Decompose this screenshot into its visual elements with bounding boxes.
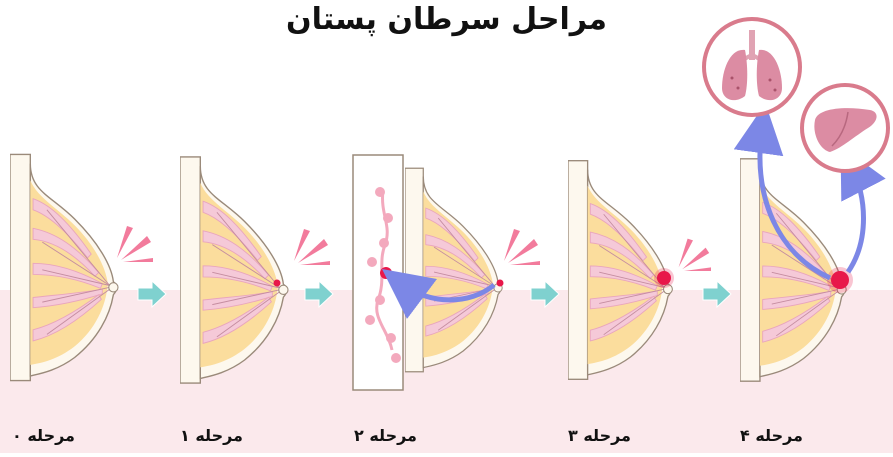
stage-2-tumor (497, 280, 504, 287)
lymph-node-tumor (380, 267, 392, 279)
stage-label-4: مرحله ۴ (740, 426, 803, 445)
stage-label-2: مرحله ۲ (354, 426, 417, 445)
stage-1-tumor (274, 280, 281, 287)
liver-icon (802, 85, 888, 171)
stage-label-3: مرحله ۳ (568, 426, 631, 445)
stage-label-0: مرحله ۰ (12, 426, 75, 445)
spread-arrow-liver (848, 168, 864, 272)
page-title: مراحل سرطان پستان (0, 2, 893, 37)
stage-label-1: مرحله ۱ (180, 426, 243, 445)
